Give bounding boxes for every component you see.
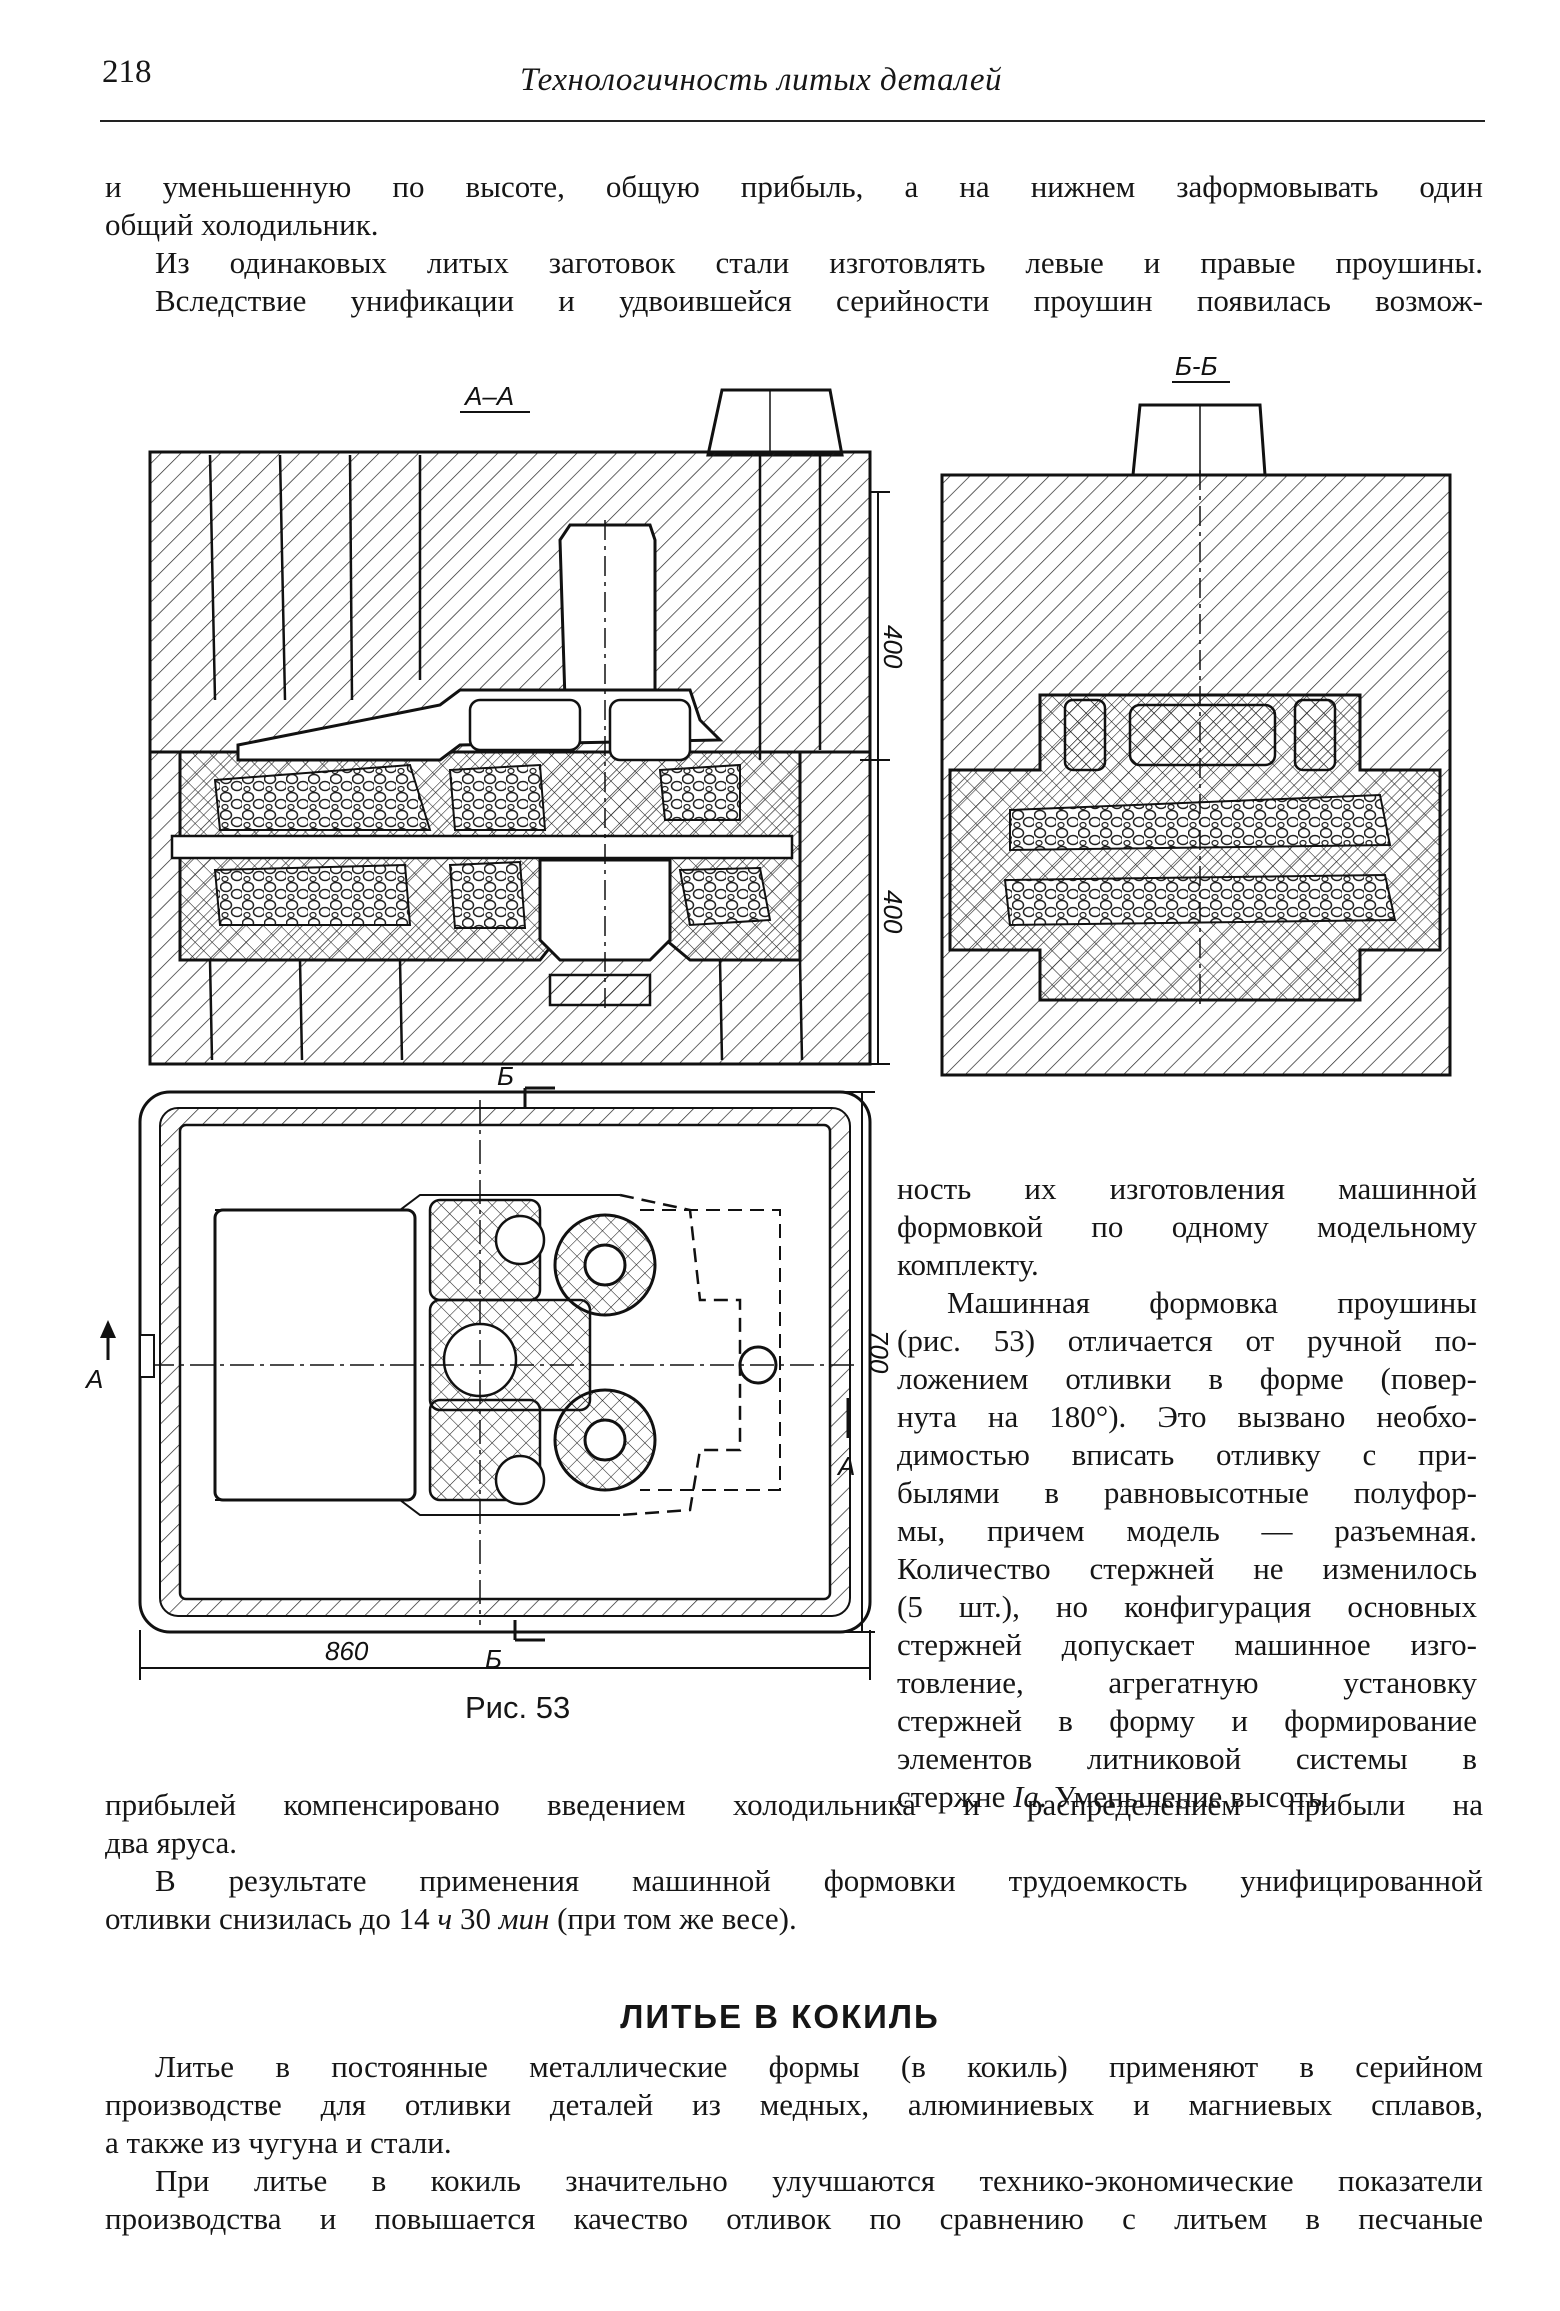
text-line: товление, агрегатную установку	[897, 1665, 1477, 1700]
bottom-text-block: прибылей компенсировано введением холоди…	[105, 1786, 1483, 1938]
header-rule	[100, 120, 1485, 122]
text-line: ложением отливки в форме (повер-	[897, 1361, 1477, 1396]
text-fragment: отливки снизилась до 14	[105, 1901, 438, 1936]
text-line: а также из чугуна и стали.	[105, 2125, 452, 2160]
text-line: Машинная формовка проушины	[947, 1285, 1477, 1320]
text-line: Вследствие унификации и удвоившейся сери…	[155, 283, 1483, 318]
text-line: производстве для отливки деталей из медн…	[105, 2087, 1483, 2122]
text-line: мы, причем модель — разъемная.	[897, 1513, 1477, 1548]
dim-lower-label: 400	[878, 890, 908, 934]
section-b-b: Б-Б	[940, 351, 1452, 1077]
cut-mark-a-left: А	[84, 1364, 103, 1394]
text-line: формовкой по одному модельному	[897, 1209, 1477, 1244]
cut-mark-b-bottom: Б	[485, 1644, 502, 1674]
running-title: Технологичность литых деталей	[520, 62, 1002, 98]
text-fragment: . Уменьшение высоты	[1038, 1779, 1329, 1814]
core-designation: Iа	[1013, 1779, 1039, 1814]
top-text-block: и уменьшенную по высоте, общую прибыль, …	[105, 168, 1483, 320]
text-line: два яруса.	[105, 1825, 238, 1860]
text-line: В результате применения машинной формовк…	[155, 1863, 1483, 1898]
side-text-block: ность их изготовления машинной формовкой…	[897, 1170, 1477, 1816]
text-line: ность их изготовления машинной	[897, 1171, 1477, 1206]
section-b-b-label: Б-Б	[1175, 351, 1218, 381]
text-line: общий холодильник.	[105, 207, 379, 242]
page-number: 218	[102, 54, 152, 90]
text-line: и уменьшенную по высоте, общую прибыль, …	[105, 169, 1483, 204]
text-line: Количество стержней не изменилось	[897, 1551, 1477, 1586]
dim-upper-label: 400	[878, 625, 908, 669]
section-a-a: А–А	[148, 381, 908, 1066]
text-line: стержней допускает машинное изго-	[897, 1627, 1477, 1662]
dim-plan-width-label: 860	[325, 1636, 369, 1666]
text-line-mixed: стержне Iа. Уменьшение высоты	[897, 1778, 1477, 1816]
section-a-a-label: А–А	[463, 381, 514, 411]
text-line: производства и повышается качество отлив…	[105, 2201, 1483, 2236]
figure-53: А–А	[84, 351, 1452, 1680]
unit-minutes: мин	[498, 1901, 550, 1936]
text-fragment: 30	[452, 1901, 499, 1936]
text-line: прибылей компенсировано введением холоди…	[105, 1787, 1483, 1822]
text-line: комплекту.	[897, 1247, 1039, 1282]
text-fragment: (при том же весе).	[549, 1901, 797, 1936]
text-fragment: стержне	[897, 1779, 1014, 1814]
text-line: нута на 180°). Это вызвано необхо-	[897, 1399, 1477, 1434]
cut-mark-b-top: Б	[497, 1061, 514, 1091]
text-line: (5 шт.), но конфигурация основных	[897, 1589, 1477, 1624]
text-line: стержней в форму и формирование	[897, 1703, 1477, 1738]
dim-plan-height-label: 700	[864, 1330, 894, 1374]
text-line: былями в равновысотные полуфор-	[897, 1475, 1477, 1510]
text-line: (рис. 53) отличается от ручной по-	[897, 1323, 1477, 1358]
text-line-mixed: отливки снизилась до 14 ч 30 мин (при то…	[105, 1900, 1483, 1938]
final-text-block: Литье в постоянные металлические формы (…	[105, 2048, 1483, 2238]
figure-caption: Рис. 53	[465, 1690, 571, 1725]
unit-hours: ч	[437, 1901, 453, 1936]
text-line: При литье в кокиль значительно улучшаютс…	[155, 2163, 1483, 2198]
text-line: Из одинаковых литых заготовок стали изго…	[155, 245, 1483, 280]
plan-view: Б Б А А 700 860	[84, 1061, 894, 1680]
cut-mark-a-right: А	[836, 1451, 855, 1481]
section-heading: ЛИТЬЕ В КОКИЛЬ	[620, 1998, 940, 2035]
text-line: Литье в постоянные металлические формы (…	[155, 2049, 1483, 2084]
text-line: димостью вписать отливку с при-	[897, 1437, 1477, 1472]
text-line: элементов литниковой системы в	[897, 1741, 1477, 1776]
